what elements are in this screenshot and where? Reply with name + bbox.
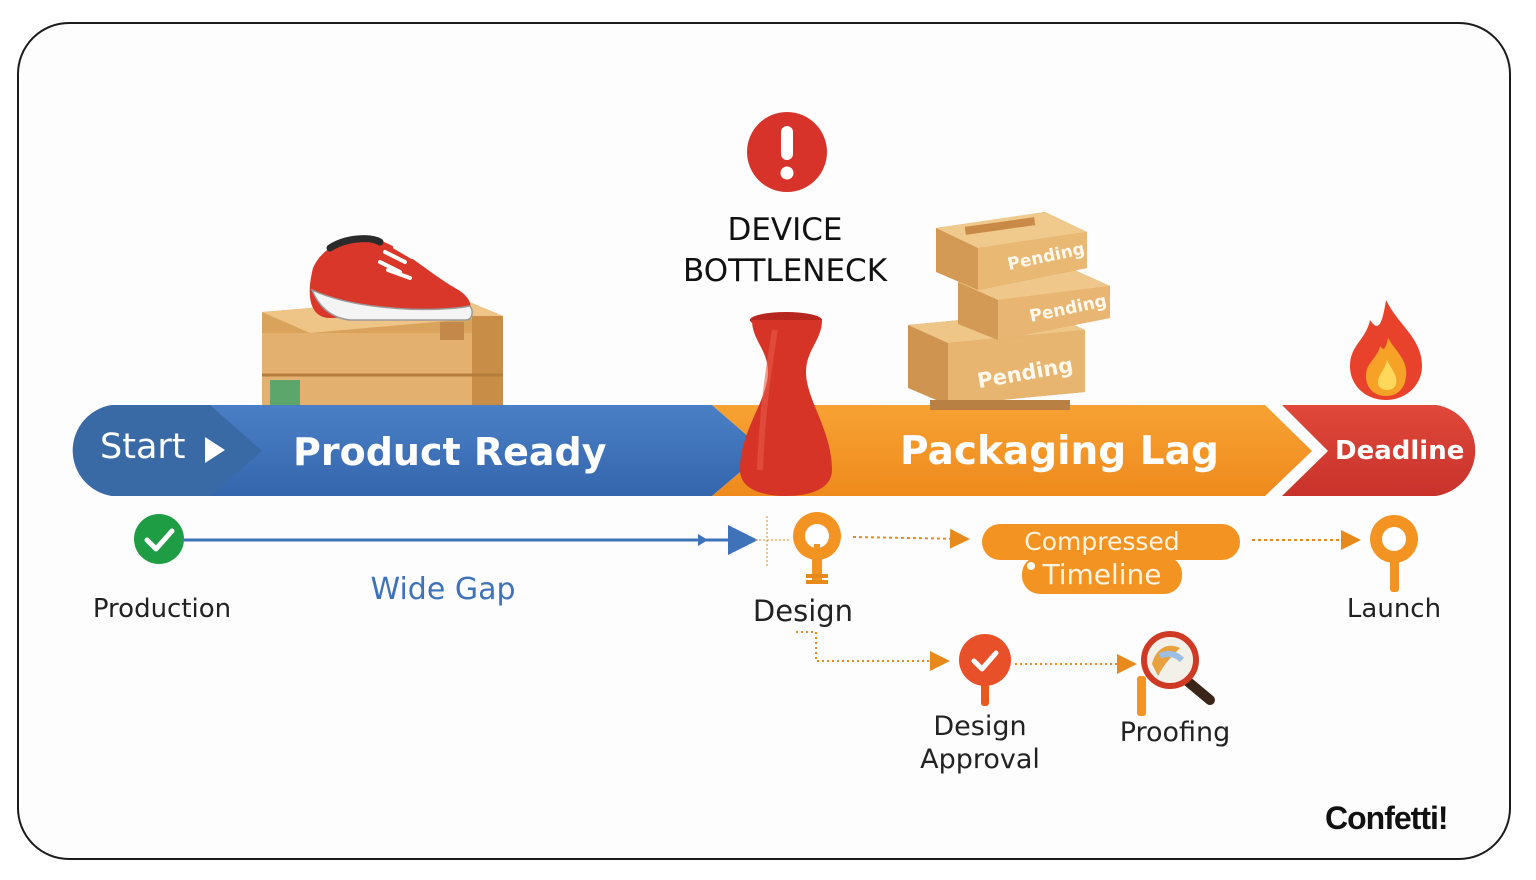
label-compressed-line2: Timeline [1042,558,1162,591]
check-circle-icon [134,514,184,564]
vase-icon [740,312,832,496]
start-label: Start [100,427,186,467]
pin-icon-launch [1370,515,1418,592]
band-packaging-lag [712,405,1312,496]
band-product-ready [72,405,766,496]
brand-logo: Confetti! [1325,800,1449,836]
play-icon [205,437,225,463]
label-design-approval-line1: Design [933,711,1027,742]
band-start [72,405,263,496]
band-deadline [1282,405,1476,496]
phase-product-ready: Product Ready [293,430,607,474]
pending-box-stack [908,212,1110,410]
compressed-timeline-pill [982,524,1240,560]
shoe-box-icon [262,296,503,405]
label-design-approval-line2: Approval [920,744,1040,775]
label-compressed-line1: Compressed [1024,527,1180,556]
box-icon [936,212,1087,290]
label-wide-gap: Wide Gap [370,572,516,607]
pin-icon-design [793,512,841,584]
exclamation-icon [747,112,827,192]
pin-icon-design-approval [959,634,1011,706]
connector-design-compressed [852,528,970,549]
label-production: Production [92,594,232,624]
phase-deadline: Deadline [1335,436,1465,466]
label-proofing: Proofing [1119,717,1231,748]
bottleneck-title-line1: DEVICE [727,212,843,248]
label-design: Design [752,594,854,628]
phase-packaging-lag: Packaging Lag [900,429,1219,474]
label-design-approval: Design Approval [900,710,1060,776]
shoe-icon [309,235,473,321]
label-launch: Launch [1346,594,1442,624]
flame-icon [1350,300,1422,400]
connector-design-approval [796,631,950,671]
compressed-timeline-pill-lower [1022,556,1182,594]
magnifier-icon [1137,631,1215,716]
bottleneck-title-line2: BOTTLENECK [682,253,888,289]
bottleneck-title: DEVICE BOTTLENECK [660,210,910,292]
